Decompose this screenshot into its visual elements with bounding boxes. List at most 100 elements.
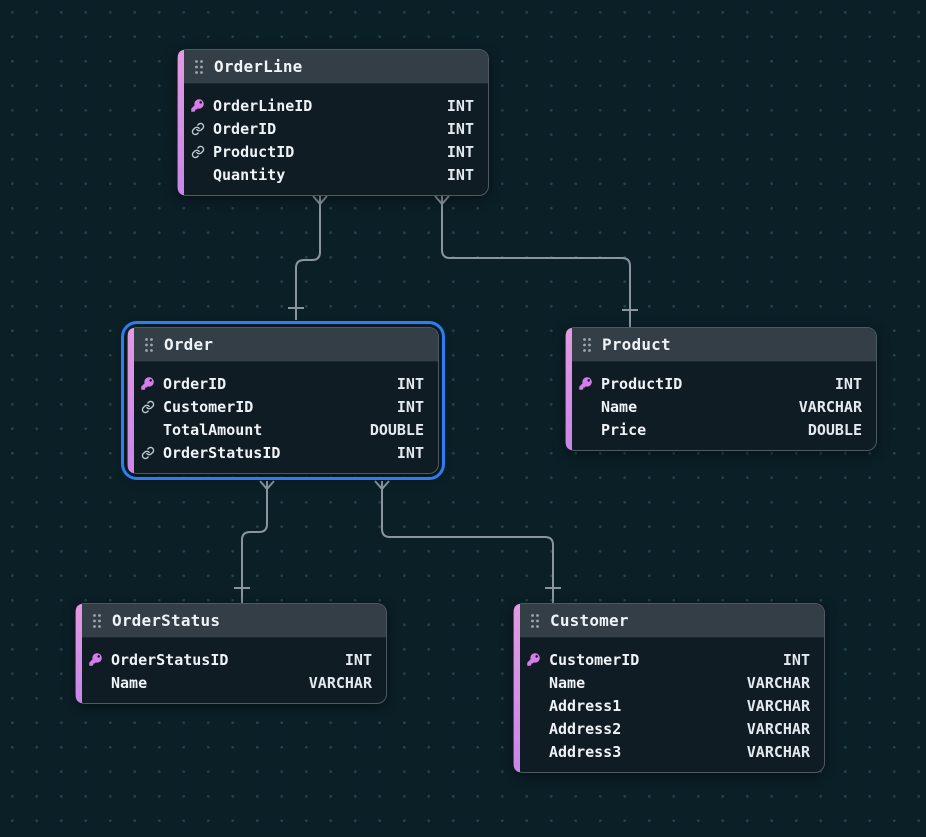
- field-row[interactable]: CustomerID INT: [526, 648, 810, 671]
- field-name: CustomerID: [549, 650, 640, 669]
- field-name: Quantity: [213, 165, 286, 184]
- field-type: INT: [396, 443, 424, 462]
- crowsfoot-many-marker: [312, 195, 328, 206]
- no-icon: [190, 167, 205, 182]
- field-type: INT: [344, 650, 372, 669]
- field-row[interactable]: Address2 VARCHAR: [526, 717, 810, 740]
- primary-key-icon: [140, 376, 155, 391]
- table-fields: OrderStatusID INT Name VARCHAR: [76, 638, 386, 703]
- field-type: VARCHAR: [746, 673, 810, 692]
- field-name: OrderLineID: [213, 96, 313, 115]
- table-fields: CustomerID INT Name VARCHAR Address1 VAR…: [514, 638, 824, 772]
- table-header[interactable]: Order: [128, 328, 438, 362]
- field-row[interactable]: OrderStatusID INT: [88, 648, 372, 671]
- field-name: OrderID: [213, 119, 277, 138]
- field-type: VARCHAR: [746, 696, 810, 715]
- no-icon: [526, 721, 541, 736]
- field-type: INT: [446, 142, 474, 161]
- field-name: ProductID: [601, 374, 683, 393]
- foreign-key-link-icon: [140, 399, 155, 414]
- table-title: Product: [602, 335, 671, 354]
- field-name: OrderID: [163, 374, 227, 393]
- field-name: CustomerID: [163, 397, 254, 416]
- primary-key-icon: [578, 376, 593, 391]
- table-header[interactable]: OrderLine: [178, 50, 488, 84]
- relationship-order-customer[interactable]: [374, 480, 561, 603]
- table-header[interactable]: Customer: [514, 604, 824, 638]
- table-accent-bar: [178, 50, 184, 195]
- field-row[interactable]: Address3 VARCHAR: [526, 740, 810, 763]
- field-name: OrderStatusID: [163, 443, 281, 462]
- no-icon: [88, 675, 103, 690]
- field-row[interactable]: Quantity INT: [190, 163, 474, 186]
- field-name: Name: [111, 673, 148, 692]
- no-icon: [578, 399, 593, 414]
- field-name: TotalAmount: [163, 420, 263, 439]
- table-orderstatus[interactable]: OrderStatus OrderStatusID INT Name VARCH…: [75, 603, 387, 704]
- table-header[interactable]: OrderStatus: [76, 604, 386, 638]
- table-product[interactable]: Product ProductID INT Name VARCHAR Price…: [565, 327, 877, 451]
- field-row[interactable]: OrderStatusID INT: [140, 441, 424, 464]
- no-icon: [526, 675, 541, 690]
- table-fields: ProductID INT Name VARCHAR Price DOUBLE: [566, 362, 876, 450]
- field-type: INT: [446, 119, 474, 138]
- field-row[interactable]: ProductID INT: [190, 140, 474, 163]
- relationship-orderline-product[interactable]: [434, 195, 638, 327]
- field-type: INT: [446, 165, 474, 184]
- crowsfoot-many-marker: [374, 480, 390, 491]
- table-accent-bar: [76, 604, 82, 703]
- field-row[interactable]: Name VARCHAR: [578, 395, 862, 418]
- field-type: DOUBLE: [369, 420, 424, 439]
- field-row[interactable]: Name VARCHAR: [526, 671, 810, 694]
- table-orderline[interactable]: OrderLine OrderLineID INT OrderID INT Pr…: [177, 49, 489, 196]
- drag-handle-icon[interactable]: [92, 613, 102, 629]
- field-name: Price: [601, 420, 647, 439]
- field-name: Name: [549, 673, 586, 692]
- no-icon: [578, 422, 593, 437]
- table-accent-bar: [514, 604, 520, 772]
- field-row[interactable]: ProductID INT: [578, 372, 862, 395]
- field-name: Name: [601, 397, 638, 416]
- field-row[interactable]: Name VARCHAR: [88, 671, 372, 694]
- field-row[interactable]: Address1 VARCHAR: [526, 694, 810, 717]
- field-row[interactable]: Price DOUBLE: [578, 418, 862, 441]
- field-type: VARCHAR: [746, 742, 810, 761]
- field-name: Address3: [549, 742, 622, 761]
- table-title: Customer: [550, 611, 629, 630]
- table-accent-bar: [566, 328, 572, 450]
- field-type: VARCHAR: [308, 673, 372, 692]
- table-fields: OrderID INT CustomerID INT TotalAmount D…: [128, 362, 438, 473]
- field-row[interactable]: OrderID INT: [140, 372, 424, 395]
- drag-handle-icon[interactable]: [530, 613, 540, 629]
- drag-handle-icon[interactable]: [194, 59, 204, 75]
- foreign-key-link-icon: [140, 445, 155, 460]
- table-title: OrderStatus: [112, 611, 221, 630]
- table-fields: OrderLineID INT OrderID INT ProductID IN…: [178, 84, 488, 195]
- field-type: INT: [446, 96, 474, 115]
- drag-handle-icon[interactable]: [582, 337, 592, 353]
- primary-key-icon: [526, 652, 541, 667]
- field-row[interactable]: OrderLineID INT: [190, 94, 474, 117]
- table-accent-bar: [128, 328, 134, 473]
- field-type: INT: [834, 374, 862, 393]
- field-type: VARCHAR: [798, 397, 862, 416]
- field-type: INT: [396, 397, 424, 416]
- table-title: Order: [164, 335, 214, 354]
- table-header[interactable]: Product: [566, 328, 876, 362]
- no-icon: [526, 744, 541, 759]
- field-row[interactable]: OrderID INT: [190, 117, 474, 140]
- crowsfoot-many-marker: [259, 480, 275, 491]
- relationship-orderline-order[interactable]: [288, 195, 328, 320]
- field-name: Address2: [549, 719, 622, 738]
- foreign-key-link-icon: [190, 121, 205, 136]
- primary-key-icon: [190, 98, 205, 113]
- table-order[interactable]: Order OrderID INT CustomerID INT TotalAm…: [121, 321, 445, 480]
- field-type: INT: [396, 374, 424, 393]
- field-row[interactable]: TotalAmount DOUBLE: [140, 418, 424, 441]
- relationship-order-orderstatus[interactable]: [234, 480, 275, 603]
- drag-handle-icon[interactable]: [144, 337, 154, 353]
- crowsfoot-many-marker: [434, 195, 450, 206]
- field-row[interactable]: CustomerID INT: [140, 395, 424, 418]
- table-customer[interactable]: Customer CustomerID INT Name VARCHAR Add…: [513, 603, 825, 773]
